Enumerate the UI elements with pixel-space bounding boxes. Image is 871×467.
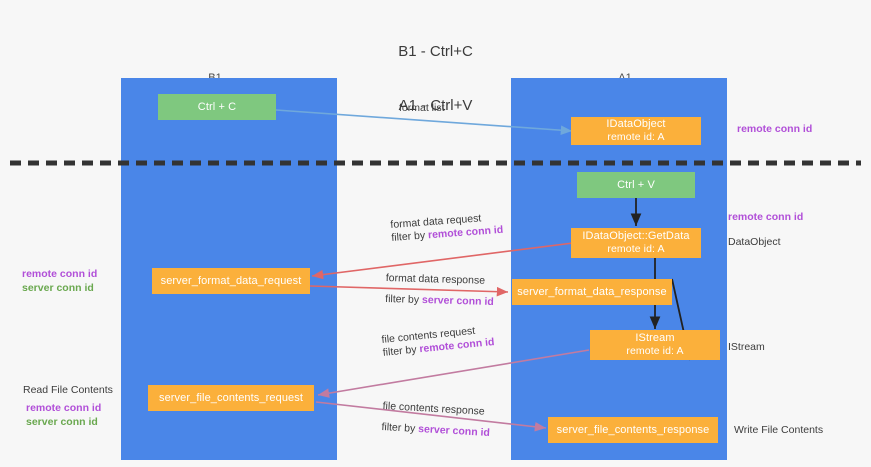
node-server-format-data-request-label: server_format_data_request <box>160 274 302 287</box>
node-ctrl-v-label: Ctrl + V <box>617 178 655 191</box>
edge-label-format-list: format list <box>399 102 445 115</box>
annotation-left-server-conn-id-2: server conn id <box>26 415 98 428</box>
node-idataobject-line1: IDataObject <box>606 118 666 130</box>
edge-label-file-contents-response-line2: filter by server conn id <box>381 421 490 440</box>
edge-label-format-list-text: format list <box>399 102 445 114</box>
annotation-read-file-contents-label: Read File Contents <box>23 384 113 396</box>
annotation-istream: IStream <box>728 341 765 355</box>
edge-label-fcres-prefix: filter by <box>381 420 419 436</box>
node-istream-line1: IStream <box>635 332 675 344</box>
edge-label-format-data-response-line1: format data response <box>385 272 486 287</box>
edge-label-file-contents-request: file contents request filter by remote c… <box>381 323 495 360</box>
annotation-write-file-contents-label: Write File Contents <box>734 424 824 436</box>
annotation-left-server-conn-id: server conn id <box>22 281 94 294</box>
edge-label-fdreq-prefix: filter by <box>390 229 429 244</box>
edge-label-fdres-key: server conn id <box>421 294 494 309</box>
node-ctrl-c-label: Ctrl + C <box>197 100 237 113</box>
edge-label-fcreq-prefix: filter by <box>382 343 421 359</box>
annotation-dataobject: DataObject <box>728 236 781 250</box>
node-server-file-contents-request-label: server_file_contents_request <box>158 391 304 404</box>
annotation-write-file-contents: Write File Contents <box>734 424 823 438</box>
edge-label-file-contents-response: file contents response filter by server … <box>381 400 491 440</box>
node-istream[interactable]: IStream remote id: A <box>590 330 720 360</box>
edge-label-file-contents-response-line1: file contents response <box>382 400 485 418</box>
annotation-left-conn-ids: remote conn id server conn id <box>22 268 97 295</box>
node-server-file-contents-response-label: server_file_contents_response <box>556 423 710 436</box>
edge-label-format-data-request: format data request filter by remote con… <box>390 211 504 245</box>
node-istream-line2: remote id: A <box>626 345 684 357</box>
node-idataobject-getdata-line2: remote id: A <box>607 243 665 255</box>
edge-label-fdres-prefix: filter by <box>385 292 423 307</box>
node-server-format-data-response[interactable]: server_format_data_response <box>512 279 672 305</box>
annotation-remote-conn-id-mid: remote conn id <box>728 211 803 225</box>
annotation-remote-conn-id-mid-label: remote conn id <box>728 211 804 223</box>
node-server-format-data-request[interactable]: server_format_data_request <box>152 268 310 294</box>
annotation-dataobject-label: DataObject <box>728 236 781 248</box>
node-ctrl-c[interactable]: Ctrl + C <box>158 94 276 120</box>
annotation-istream-label: IStream <box>728 341 765 353</box>
node-server-format-data-response-label: server_format_data_response <box>517 285 667 298</box>
edge-label-fcres-key: server conn id <box>417 423 491 440</box>
edge-label-format-data-response-line2: filter by server conn id <box>385 293 494 309</box>
edge-label-format-data-response: format data response filter by server co… <box>385 272 494 309</box>
node-idataobject[interactable]: IDataObject remote id: A <box>571 117 701 145</box>
annotation-remote-conn-id-top: remote conn id <box>737 123 812 137</box>
node-server-file-contents-response[interactable]: server_file_contents_response <box>548 417 718 443</box>
annotation-left-conn-ids-2: remote conn id server conn id <box>26 402 101 429</box>
annotation-left-remote-conn-id-2: remote conn id <box>26 402 102 414</box>
annotation-left-remote-conn-id: remote conn id <box>22 268 98 280</box>
title-line-1: B1 - Ctrl+C <box>398 43 473 60</box>
node-server-file-contents-request[interactable]: server_file_contents_request <box>148 385 314 411</box>
node-idataobject-line2: remote id: A <box>607 131 665 143</box>
node-ctrl-v[interactable]: Ctrl + V <box>577 172 695 198</box>
annotation-read-file-contents: Read File Contents <box>23 384 113 398</box>
node-idataobject-getdata[interactable]: IDataObject::GetData remote id: A <box>571 228 701 258</box>
node-idataobject-getdata-line1: IDataObject::GetData <box>582 230 690 242</box>
annotation-remote-conn-id-top-label: remote conn id <box>737 123 813 135</box>
